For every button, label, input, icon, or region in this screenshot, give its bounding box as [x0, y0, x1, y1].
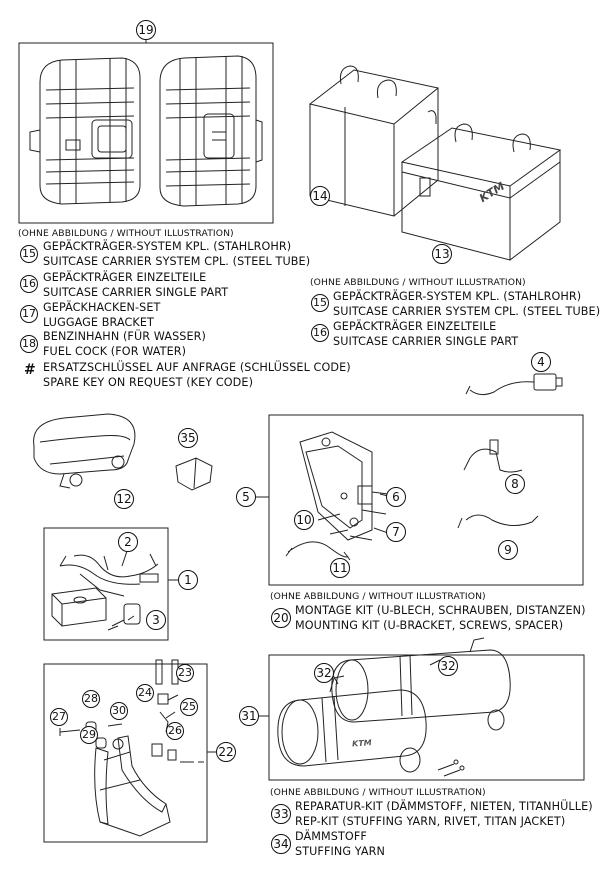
soft-case-right — [159, 55, 263, 207]
muffler-rear — [331, 637, 511, 731]
legend-mount-num-20: 20 — [271, 608, 291, 628]
callout-29: 29 — [80, 726, 98, 744]
callout-19: 19 — [136, 20, 156, 40]
legend-mount-en: MOUNTING KIT (U-BRACKET, SCREWS, SPACER) — [295, 619, 564, 632]
callout-30: 30 — [110, 702, 128, 720]
seat-12 — [33, 413, 136, 489]
legend-left-en-15: SUITCASE CARRIER SYSTEM CPL. (STEEL TUBE… — [43, 255, 311, 268]
hash-symbol: # — [24, 362, 36, 378]
legend-muffler-header: (OHNE ABBILDUNG / WITHOUT ILLUSTRATION) — [270, 787, 486, 798]
callout-23: 23 — [176, 664, 194, 682]
remote-3 — [107, 603, 141, 631]
legend-left-num-17: 17 — [20, 305, 38, 323]
legend-right-de-15: GEPÄCKTRÄGER-SYSTEM KPL. (STAHLROHR) — [333, 290, 582, 303]
legend-left-en-16: SUITCASE CARRIER SINGLE PART — [43, 286, 229, 299]
box-electrics — [43, 527, 169, 641]
legend-right-num-16: 16 — [311, 324, 329, 342]
callout-31: 31 — [239, 706, 259, 726]
cable-11 — [285, 541, 351, 561]
legend-right-de-16: GEPÄCKTRÄGER EINZELTEILE — [333, 320, 497, 333]
legend-left-num-18: 18 — [20, 335, 38, 353]
box-stand — [43, 663, 208, 843]
box-brackets — [268, 414, 584, 586]
muffler-front — [277, 675, 427, 773]
charger-4 — [465, 373, 563, 396]
callout-1: 1 — [178, 570, 198, 590]
legend-muffler-en-34: STUFFING YARN — [295, 845, 385, 858]
alarm-unit — [51, 587, 107, 627]
legend-left-header: (OHNE ABBILDUNG / WITHOUT ILLUSTRATION) — [18, 228, 234, 239]
part-8 — [463, 439, 523, 473]
callout-2: 2 — [118, 532, 138, 552]
callout-13: 13 — [432, 244, 452, 264]
center-stand — [94, 735, 171, 837]
legend-left-num-15: 15 — [20, 245, 38, 263]
callout-26: 26 — [166, 722, 184, 740]
legend-left-de-18: BENZINHAHN (FÜR WASSER) — [43, 330, 206, 343]
legend-right-en-16: SUITCASE CARRIER SINGLE PART — [333, 335, 519, 348]
callout-35: 35 — [178, 428, 198, 448]
callout-6: 6 — [386, 487, 406, 507]
legend-muffler-en-33: REP-KIT (STUFFING YARN, RIVET, TITAN JAC… — [295, 815, 566, 828]
callout-22: 22 — [216, 742, 236, 762]
legend-left-hash-de: ERSATZSCHLÜSSEL AUF ANFRAGE (SCHLÜSSEL C… — [43, 361, 351, 374]
part-35 — [175, 457, 213, 491]
box-soft-cases — [18, 42, 274, 224]
legend-muffler-num-33: 33 — [271, 804, 291, 824]
legend-left-de-17: GEPÄCKHACKEN-SET — [43, 301, 161, 314]
legend-left-de-16: GEPÄCKTRÄGER EINZELTEILE — [43, 271, 207, 284]
legend-right-num-15: 15 — [311, 294, 329, 312]
legend-right-header: (OHNE ABBILDUNG / WITHOUT ILLUSTRATION) — [310, 277, 526, 288]
legend-mount-de: MONTAGE KIT (U-BLECH, SCHRAUBEN, DISTANZ… — [295, 604, 586, 617]
callout-32-left: 32 — [314, 663, 334, 683]
callout-28: 28 — [82, 690, 100, 708]
legend-left-de-15: GEPÄCKTRÄGER-SYSTEM KPL. (STAHLROHR) — [43, 240, 292, 253]
legend-muffler-de-33: REPARATUR-KIT (DÄMMSTOFF, NIETEN, TITANH… — [295, 800, 593, 813]
legend-left-hash-en: SPARE KEY ON REQUEST (KEY CODE) — [43, 376, 254, 389]
callout-11: 11 — [330, 558, 350, 578]
callout-5: 5 — [236, 487, 256, 507]
case-logo: KTM — [477, 180, 507, 205]
callout-27: 27 — [50, 708, 68, 726]
callout-25: 25 — [180, 698, 198, 716]
callout-10: 10 — [294, 510, 314, 530]
alu-case-13 — [400, 123, 562, 261]
alu-case-14 — [308, 65, 440, 217]
legend-muffler-de-34: DÄMMSTOFF — [295, 830, 367, 843]
callout-9: 9 — [498, 540, 518, 560]
legend-left-en-17: LUGGAGE BRACKET — [43, 316, 154, 329]
soft-case-left — [29, 57, 141, 205]
bracket-assembly — [299, 431, 389, 541]
callout-4: 4 — [531, 352, 551, 372]
callout-14: 14 — [310, 186, 330, 206]
legend-muffler-num-34: 34 — [271, 834, 291, 854]
callout-3: 3 — [146, 610, 166, 630]
legend-right-en-15: SUITCASE CARRIER SYSTEM CPL. (STEEL TUBE… — [333, 305, 601, 318]
callout-24: 24 — [136, 684, 154, 702]
legend-left-num-16: 16 — [20, 275, 38, 293]
cable-9 — [457, 514, 539, 529]
callout-32-right: 32 — [438, 656, 458, 676]
legend-left-en-18: FUEL COCK (FOR WATER) — [43, 345, 187, 358]
wiring-harness — [59, 553, 159, 597]
legend-mount-header: (OHNE ABBILDUNG / WITHOUT ILLUSTRATION) — [270, 591, 486, 602]
callout-12: 12 — [114, 489, 134, 509]
muffler-logo: KTM — [352, 738, 372, 748]
callout-7: 7 — [386, 522, 406, 542]
muffler-hardware — [437, 759, 465, 777]
callout-8: 8 — [505, 474, 525, 494]
